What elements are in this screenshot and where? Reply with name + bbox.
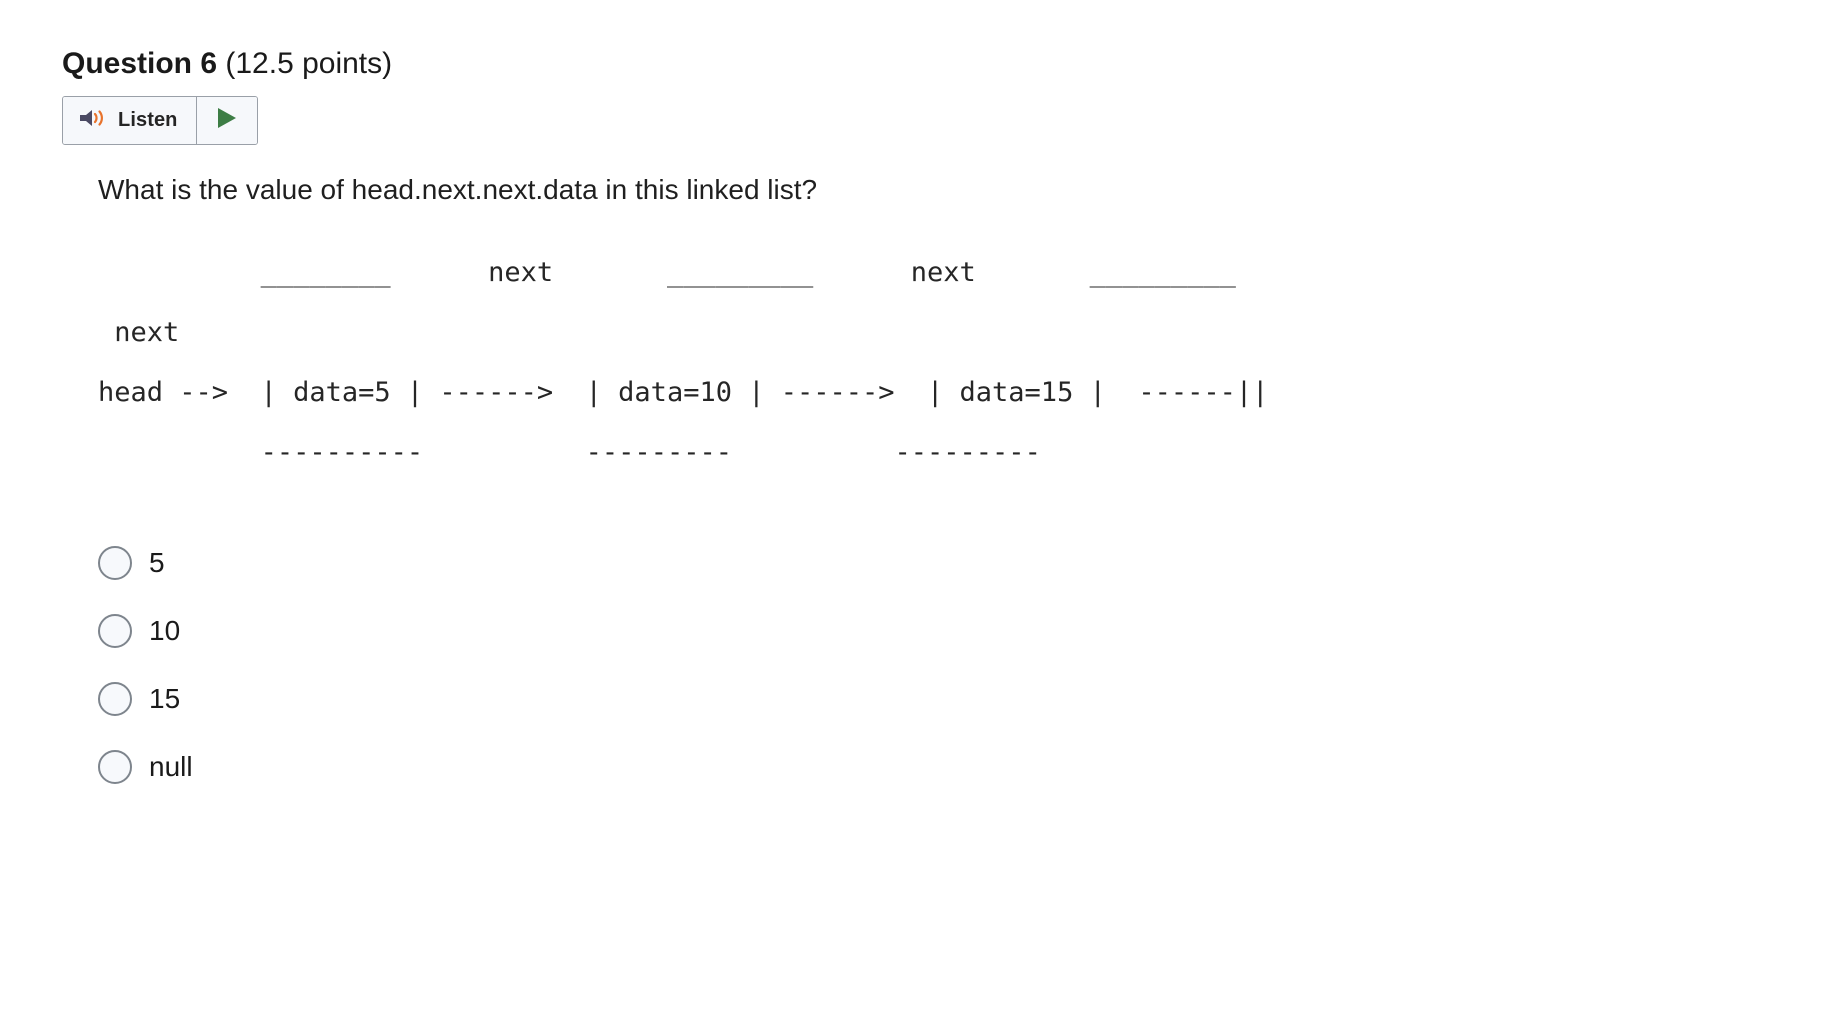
play-triangle-icon bbox=[216, 106, 238, 135]
question-number: Question 6 bbox=[62, 47, 218, 80]
page-title: Question 6 (12.5 points) bbox=[62, 46, 1847, 82]
option-row-3[interactable]: null bbox=[98, 733, 1847, 801]
option-row-2[interactable]: 15 bbox=[98, 665, 1847, 733]
listen-button[interactable]: Listen bbox=[63, 97, 197, 144]
option-label-0: 5 bbox=[149, 546, 165, 578]
linked-list-ascii-diagram: ________ next _________ next _________ n… bbox=[98, 256, 1269, 468]
listen-button-label: Listen bbox=[118, 109, 178, 131]
question-points: (12.5 points) bbox=[225, 47, 393, 80]
option-label-3: null bbox=[149, 750, 193, 782]
question-prompt: What is the value of head.next.next.data… bbox=[98, 174, 818, 205]
option-label-2: 15 bbox=[149, 682, 181, 714]
option-label-1: 10 bbox=[149, 614, 181, 646]
option-row-0[interactable]: 5 bbox=[98, 529, 1847, 597]
play-button[interactable] bbox=[196, 97, 257, 144]
radio-button-2[interactable] bbox=[98, 681, 132, 716]
answer-options: 5 10 15 null bbox=[98, 529, 1847, 801]
radio-button-1[interactable] bbox=[98, 613, 132, 648]
question-page: Question 6 (12.5 points) Listen What is … bbox=[62, 46, 1847, 801]
radio-button-0[interactable] bbox=[98, 545, 132, 580]
radio-button-3[interactable] bbox=[98, 749, 132, 784]
option-row-1[interactable]: 10 bbox=[98, 597, 1847, 665]
speaker-icon bbox=[79, 106, 109, 135]
listen-toolbar: Listen bbox=[62, 96, 258, 145]
